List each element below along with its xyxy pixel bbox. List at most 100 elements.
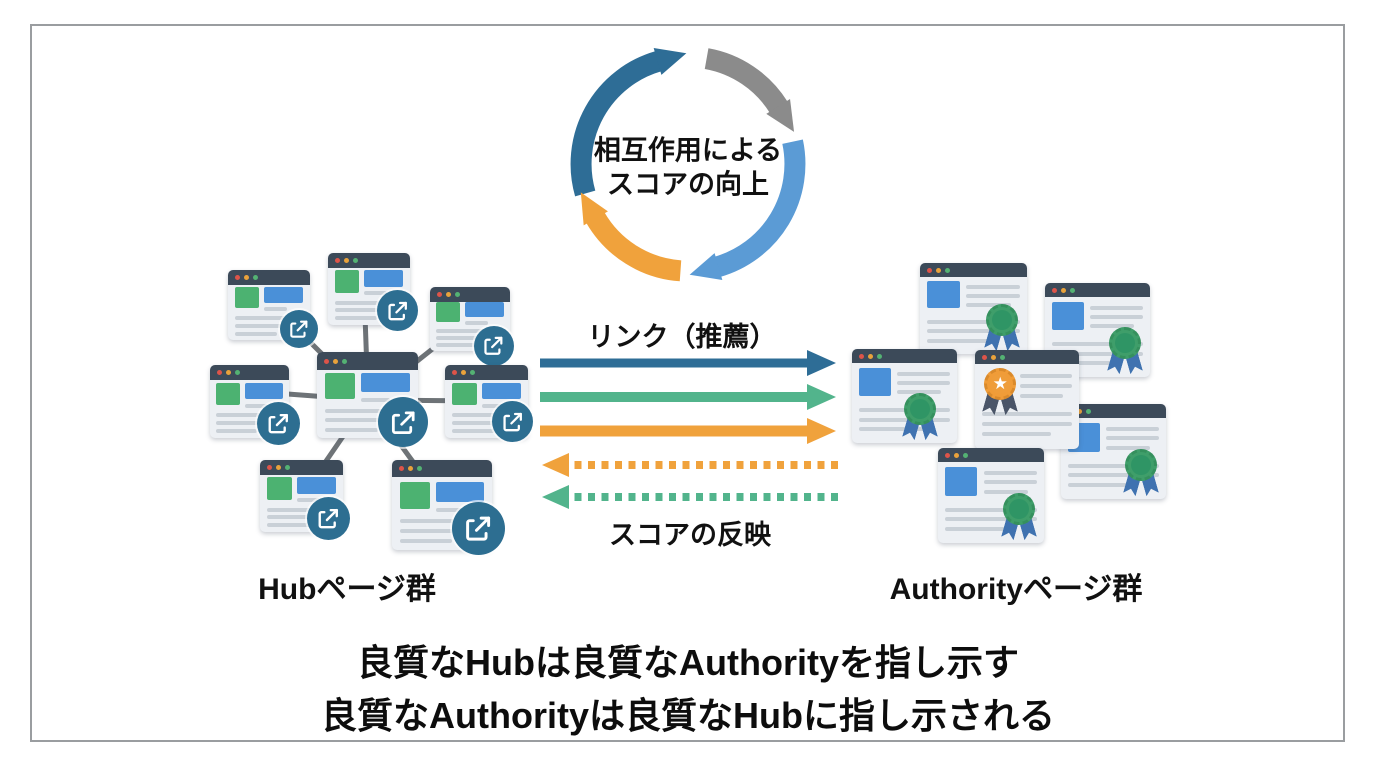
window-titlebar xyxy=(228,270,310,285)
text-line xyxy=(436,343,478,348)
rosette-medal xyxy=(904,392,937,425)
banner-placeholder xyxy=(296,477,337,494)
window-dot-green xyxy=(353,258,358,263)
external-link-icon xyxy=(377,290,418,331)
window-dot-yellow xyxy=(244,275,249,280)
text-line xyxy=(897,390,942,395)
hub-group-label: Hubページ群 xyxy=(258,573,436,606)
cycle-label-line1: 相互作用による xyxy=(593,135,783,166)
text-line xyxy=(927,320,1020,325)
award-ribbon-icon xyxy=(1123,448,1159,501)
text-line xyxy=(966,284,1020,289)
cycle-arc-orange xyxy=(580,192,682,282)
text-line xyxy=(334,308,394,313)
text-line xyxy=(334,300,394,305)
external-link-icon xyxy=(474,326,514,366)
window-titlebar xyxy=(430,287,510,302)
external-link-icon xyxy=(452,502,505,555)
thumbnail-placeholder xyxy=(945,467,978,496)
text-line xyxy=(234,323,294,328)
window-dot-red xyxy=(324,358,329,364)
thumbnail-placeholder xyxy=(325,372,356,400)
hub-page-card xyxy=(260,460,350,540)
text-line xyxy=(927,329,1020,334)
text-line xyxy=(1090,324,1135,329)
window-dot-green xyxy=(1000,354,1005,360)
text-line xyxy=(325,418,398,423)
external-link-icon xyxy=(257,402,300,445)
text-line xyxy=(266,507,327,512)
link-score-arrows xyxy=(540,350,838,509)
hub-page-card xyxy=(228,270,318,348)
hub-page-card xyxy=(210,365,300,445)
window-dot-red xyxy=(235,275,240,280)
window-dot-green xyxy=(963,452,968,458)
window-dot-green xyxy=(1086,408,1091,414)
link-arrows-label: リンク（推薦） xyxy=(587,322,777,352)
authority-page-card xyxy=(852,349,957,443)
text-line xyxy=(325,408,398,413)
text-line xyxy=(897,371,950,376)
rosette-medal xyxy=(985,303,1018,336)
thumbnail-placeholder xyxy=(859,367,891,396)
text-line xyxy=(361,397,390,402)
cycle-arc-gray xyxy=(704,48,795,132)
banner-placeholder xyxy=(481,382,522,400)
text-line xyxy=(1106,426,1159,431)
text-line xyxy=(234,316,294,321)
award-ribbon-icon xyxy=(984,303,1020,356)
award-star-icon: ★ xyxy=(982,367,1018,420)
window-titlebar xyxy=(938,448,1044,462)
text-line xyxy=(945,517,1037,522)
hub-page-card xyxy=(430,287,514,366)
window-dot-red xyxy=(452,370,457,375)
window-dot-yellow xyxy=(226,370,231,375)
thumbnail-placeholder xyxy=(234,286,260,309)
authority-group-label: Authorityページ群 xyxy=(889,573,1143,606)
hub-page-card xyxy=(445,365,533,442)
text-line xyxy=(296,498,320,503)
text-line xyxy=(897,380,950,385)
window-dot-yellow xyxy=(1061,287,1066,293)
banner-placeholder xyxy=(465,302,504,318)
text-line xyxy=(859,427,929,432)
rosette-center xyxy=(1130,454,1151,475)
window-titlebar xyxy=(210,365,289,380)
text-line xyxy=(859,417,950,422)
text-line xyxy=(1106,445,1151,450)
text-line xyxy=(266,515,327,520)
text-line xyxy=(1090,314,1143,319)
window-titlebar xyxy=(1045,283,1150,297)
window-titlebar xyxy=(975,350,1079,364)
thumbnail-placeholder xyxy=(266,477,292,500)
window-dot-red xyxy=(982,354,987,360)
text-line xyxy=(1090,305,1143,310)
window-dot-red xyxy=(927,267,932,273)
text-line xyxy=(436,336,494,341)
window-dot-green xyxy=(455,292,460,297)
text-line xyxy=(266,523,310,528)
text-line xyxy=(264,307,288,312)
text-line xyxy=(1068,473,1159,478)
rosette-medal xyxy=(1108,326,1141,359)
caption: 良質なHubは良質なAuthorityを指し示す 良質なAuthorityは良質… xyxy=(321,637,1055,743)
hub-page-card xyxy=(392,460,505,555)
external-link-icon xyxy=(378,397,428,447)
cycle-arrows-diagram xyxy=(570,48,806,282)
thumbnail-placeholder xyxy=(451,382,477,406)
window-dot-green xyxy=(1070,287,1075,293)
window-dot-green xyxy=(235,370,240,375)
text-line xyxy=(216,421,274,426)
text-line xyxy=(1019,393,1064,398)
rosette-medal xyxy=(1124,448,1157,481)
window-dot-red xyxy=(335,258,340,263)
text-line xyxy=(945,526,1016,531)
rosette-center xyxy=(1114,332,1135,353)
text-line xyxy=(451,429,495,434)
window-dot-yellow xyxy=(1077,408,1082,414)
text-line xyxy=(400,519,472,524)
window-dot-red xyxy=(267,465,272,470)
external-link-icon xyxy=(280,310,318,348)
cycle-arc-blue xyxy=(570,48,687,197)
rosette-center xyxy=(910,398,931,419)
